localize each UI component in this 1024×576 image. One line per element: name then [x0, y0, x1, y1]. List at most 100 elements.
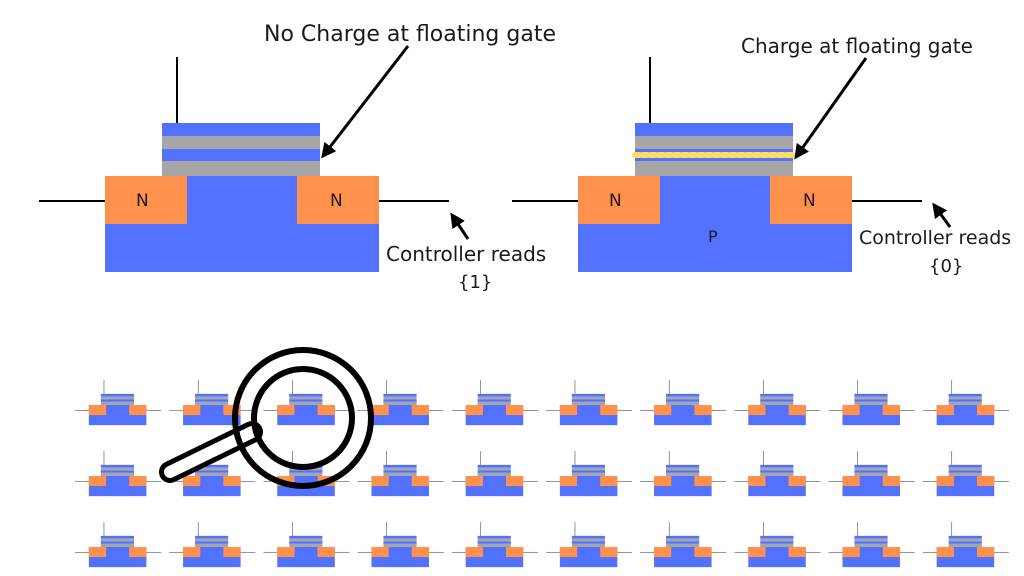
- source-region: [936, 404, 954, 416]
- control-gate: [571, 393, 606, 397]
- floating-gate: [760, 470, 794, 473]
- control-gate: [195, 464, 229, 468]
- array-cell: [75, 380, 162, 426]
- drain-region: [694, 404, 712, 416]
- oxide-upper: [666, 538, 700, 542]
- array-cell: [451, 380, 538, 426]
- oxide-lower: [571, 543, 606, 547]
- control-gate: [162, 123, 320, 136]
- right-read-label: Controller reads: [859, 227, 1012, 249]
- oxide-lower: [477, 401, 511, 405]
- oxide-upper: [100, 538, 135, 542]
- source-region: [88, 404, 107, 416]
- oxide-lower: [666, 543, 700, 547]
- oxide-lower: [948, 472, 982, 476]
- oxide-lower: [289, 472, 323, 476]
- control-gate: [195, 393, 229, 397]
- drain-region: [505, 546, 524, 558]
- drain-region: [600, 475, 618, 487]
- oxide-lower: [383, 401, 417, 405]
- source-region: [842, 546, 860, 558]
- source-region: [277, 404, 295, 416]
- control-gate: [571, 464, 606, 468]
- right-drain-label: N: [803, 191, 816, 211]
- drain-region: [317, 546, 335, 558]
- oxide-lower: [383, 472, 417, 476]
- oxide-upper: [854, 396, 888, 400]
- array-cell: [169, 451, 256, 497]
- array-transistor: [263, 522, 350, 568]
- array-transistor: [734, 451, 821, 497]
- oxide-upper: [760, 467, 794, 471]
- control-gate: [666, 464, 700, 468]
- drain-region: [411, 475, 429, 487]
- floating-gate: [477, 470, 511, 473]
- right-source-label: N: [609, 191, 622, 211]
- source-region: [183, 546, 201, 558]
- drain-region: [788, 546, 806, 558]
- right-transistor: [512, 57, 922, 272]
- array-transistor: [357, 522, 444, 568]
- oxide-upper: [760, 538, 794, 542]
- control-gate: [477, 393, 511, 397]
- oxide-upper: [571, 396, 606, 400]
- right-read-value: {0}: [929, 256, 964, 277]
- floating-gate: [477, 399, 511, 402]
- floating-gate: [854, 470, 888, 473]
- left-drain-label: N: [330, 191, 343, 211]
- drain-region: [694, 475, 712, 487]
- array-cell: [828, 522, 915, 568]
- control-gate: [666, 393, 700, 397]
- array-cell: [263, 380, 350, 426]
- source-region: [559, 475, 578, 487]
- oxide-upper: [100, 396, 135, 400]
- control-gate: [100, 393, 135, 397]
- control-gate: [100, 535, 135, 539]
- control-gate: [100, 464, 135, 468]
- oxide-lower: [571, 401, 606, 405]
- oxide-upper: [948, 396, 982, 400]
- array-transistor: [734, 522, 821, 568]
- array-cell: [922, 451, 1009, 497]
- drain-region: [976, 546, 995, 558]
- oxide-upper: [289, 538, 323, 542]
- array-transistor: [828, 451, 915, 497]
- drain-region: [297, 176, 379, 224]
- drain-region: [223, 475, 241, 487]
- floating-gate: [100, 399, 135, 402]
- floating-gate: [100, 541, 135, 544]
- array-cell: [828, 380, 915, 426]
- floating-gate: [571, 541, 606, 544]
- floating-gate: [760, 399, 794, 402]
- right-annotation-arrow: [794, 57, 868, 160]
- control-gate: [666, 535, 700, 539]
- oxide-upper: [477, 396, 511, 400]
- oxide-lower: [100, 472, 135, 476]
- source-region: [88, 475, 107, 487]
- control-gate: [383, 393, 417, 397]
- array-transistor: [922, 380, 1009, 426]
- array-cell: [640, 451, 727, 497]
- drain-region: [882, 475, 900, 487]
- oxide-lower: [666, 472, 700, 476]
- array-cell: [640, 380, 727, 426]
- source-region: [748, 404, 766, 416]
- array-cell: [75, 522, 162, 568]
- left-source-label: N: [136, 191, 149, 211]
- floating-gate: [100, 470, 135, 473]
- source-region: [465, 546, 483, 558]
- oxide-lower: [195, 472, 229, 476]
- oxide-lower: [289, 401, 323, 405]
- floating-gate: [383, 541, 417, 544]
- right-substrate-label: P: [708, 227, 718, 246]
- floating-gate: [948, 541, 982, 544]
- array-transistor: [75, 522, 162, 568]
- oxide-upper: [571, 538, 606, 542]
- floating-gate: [666, 470, 700, 473]
- oxide-upper: [289, 396, 323, 400]
- left-annotation: No Charge at floating gate: [264, 22, 556, 47]
- oxide-upper: [383, 538, 417, 542]
- right-annotation: Charge at floating gate: [741, 34, 973, 58]
- source-region: [748, 546, 766, 558]
- control-gate: [760, 535, 794, 539]
